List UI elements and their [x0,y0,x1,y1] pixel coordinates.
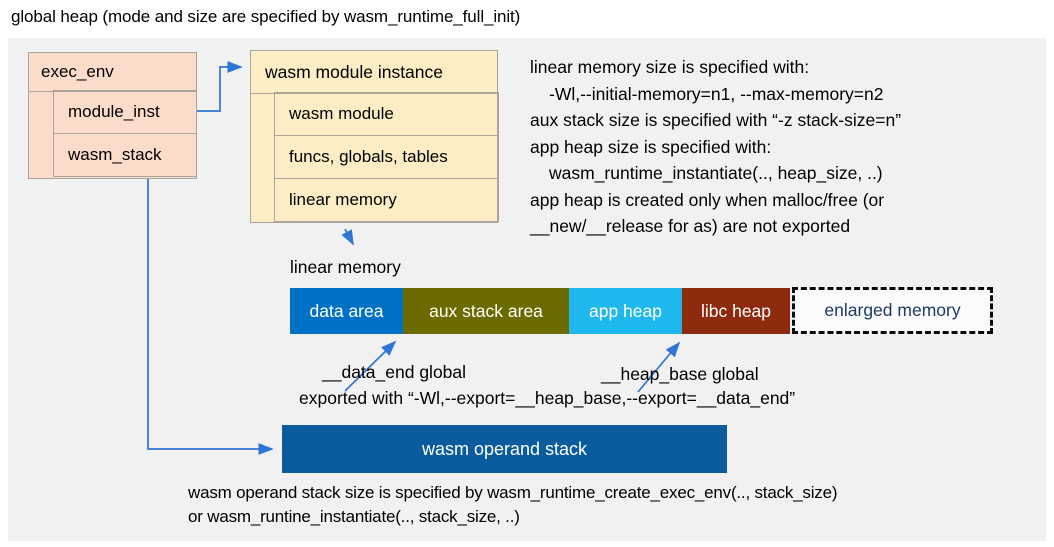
instance-row-linear-memory: linear memory [274,178,499,222]
diagram-title: global heap (mode and size are specified… [11,7,521,26]
note-line: wasm_runtime_instantiate(.., heap_size, … [549,163,883,183]
segment-enlarged-memory: enlarged memory [792,287,993,334]
exported-flags-label: exported with “-Wl,--export=__heap_base,… [299,388,796,408]
segment-aux-stack-area: aux stack area [403,288,569,334]
note-line: app heap is created only when malloc/fre… [530,189,885,210]
note-line: aux stack size is specified with “-z sta… [530,110,902,130]
segment-libc-heap: libc heap [682,288,790,334]
note-line: wasm operand stack size is specified by … [188,483,838,502]
memory-size-notes: linear memory size is specified with: -W… [530,54,901,240]
wasm-module-instance-rows: wasm module funcs, globals, tables linea… [274,92,499,222]
wasm-module-instance-box: wasm module instance wasm module funcs, … [250,50,499,223]
segment-app-heap: app heap [569,288,682,334]
wasm-module-instance-header: wasm module instance [251,51,497,94]
linear-memory-label: linear memory [290,257,401,277]
segment-data-area: data area [290,288,403,334]
note-line: __new/__release for as) are not exported [530,216,851,236]
instance-row-funcs-globals-tables: funcs, globals, tables [274,135,499,179]
note-line: or wasm_runtine_instantiate(.., stack_si… [188,506,520,526]
heap-base-global-label: __heap_base global [601,364,759,384]
exec-env-row-module-inst: module_inst [53,90,197,134]
instance-row-wasm-module: wasm module [274,92,499,136]
exec-env-box: exec_env module_inst wasm_stack [28,52,197,179]
note-line: -Wl,--initial-memory=n1, --max-memory=n2 [549,83,884,104]
note-line: linear memory size is specified with: [530,57,810,77]
data-end-global-label: __data_end global [322,362,467,382]
exec-env-rows: module_inst wasm_stack [53,90,197,177]
linear-memory-bar: data area aux stack area app heap libc h… [290,288,790,334]
exec-env-header: exec_env [29,53,196,92]
operand-stack-note: wasm operand stack size is specified by … [188,481,838,528]
wasm-operand-stack-bar: wasm operand stack [282,425,727,473]
exec-env-row-wasm-stack: wasm_stack [53,133,197,177]
note-line: app heap size is specified with: [530,136,772,157]
